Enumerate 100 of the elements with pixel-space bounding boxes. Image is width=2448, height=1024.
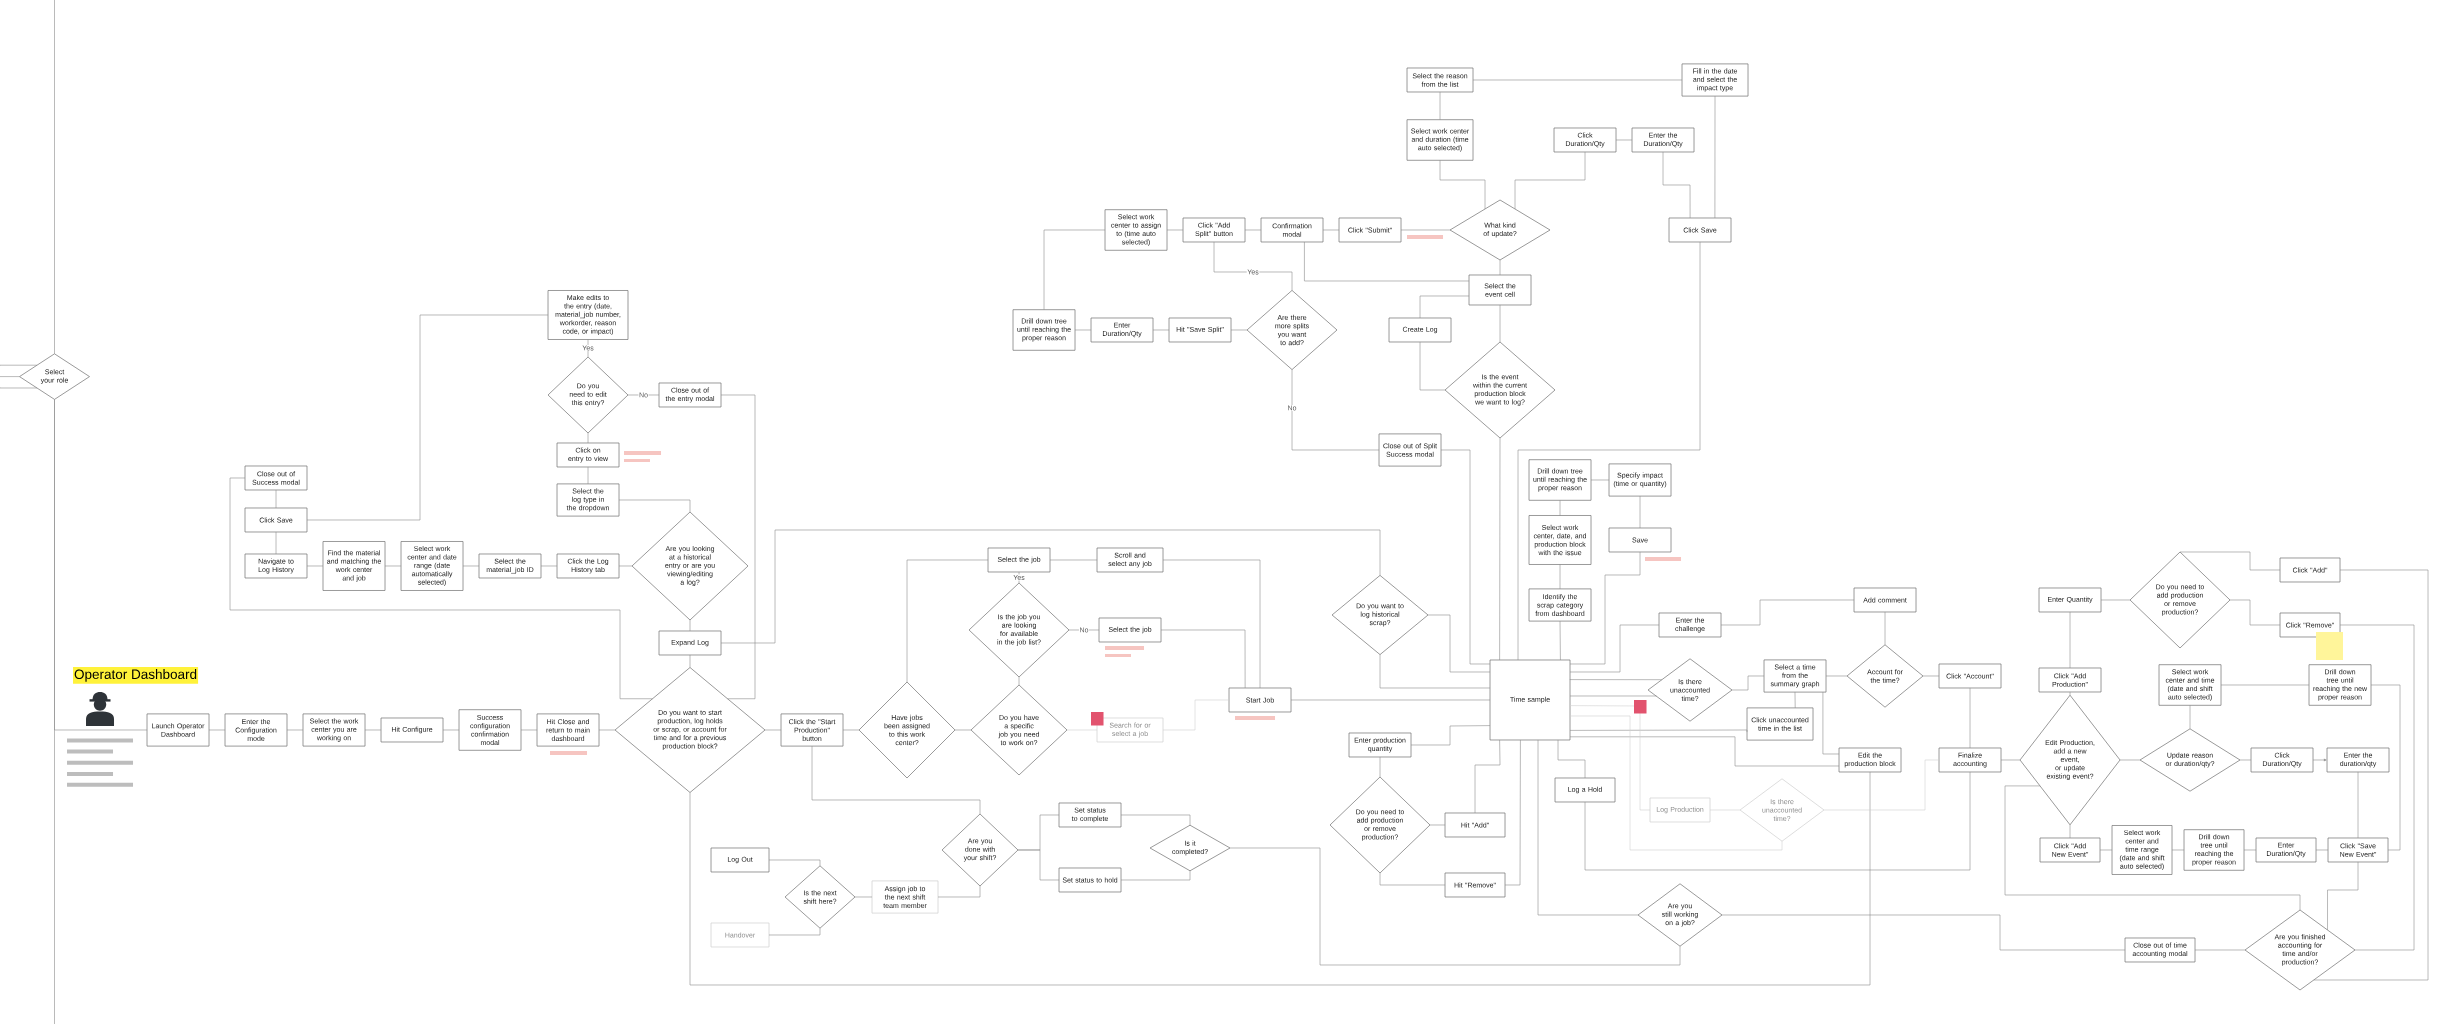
connector (1720, 599, 1855, 626)
connector (2357, 771, 2359, 839)
connector (1230, 329, 1248, 331)
connector (937, 885, 981, 898)
connector (2189, 705, 2191, 730)
connector (1823, 759, 1940, 811)
connector (587, 339, 589, 358)
connector (764, 729, 782, 731)
connector (1018, 676, 1020, 686)
connector (2171, 849, 2185, 851)
connector (442, 729, 460, 731)
connector (689, 654, 691, 668)
connector (1569, 736, 1840, 767)
connector (1043, 229, 1106, 310)
connector (1615, 139, 1633, 141)
connector (2243, 849, 2257, 851)
connector (54, 399, 55, 1024)
connector (1419, 295, 1470, 319)
connector (1166, 229, 1184, 231)
connector (1120, 870, 1191, 881)
connector (1152, 329, 1170, 331)
connector (1499, 259, 1501, 276)
connector (384, 565, 402, 567)
connector (462, 565, 480, 567)
connector (1569, 729, 1748, 733)
connector (1379, 654, 1491, 689)
connector (1291, 369, 1380, 451)
connector (1379, 756, 1381, 778)
connector (1822, 691, 1840, 755)
connector (2229, 599, 2281, 626)
connector (1304, 241, 1470, 282)
connector (1721, 914, 2126, 951)
connector (1474, 739, 1501, 814)
connector (540, 565, 558, 567)
connector (2315, 849, 2329, 851)
connector (1537, 739, 1639, 916)
connector (1439, 160, 1486, 210)
connector (1557, 739, 1586, 779)
connector (0, 376, 20, 377)
connector (587, 466, 589, 485)
connector (1714, 95, 1716, 219)
connector (0, 364, 38, 366)
connector (2100, 599, 2131, 601)
connector (364, 729, 382, 731)
connector (2194, 949, 2246, 951)
connector (1569, 679, 1663, 681)
connector (1162, 559, 1261, 689)
connector (618, 565, 633, 567)
connector (1569, 715, 1783, 851)
connector (1569, 551, 1641, 665)
connector (54, 0, 55, 355)
connector (2069, 824, 2071, 839)
connector (842, 729, 860, 731)
connector (2370, 684, 2401, 851)
connector (1517, 241, 1701, 661)
connector (1504, 739, 1521, 886)
connector (1969, 687, 1971, 749)
connector (2000, 759, 2021, 761)
connector (598, 729, 616, 731)
connector (1559, 500, 1561, 516)
connector (1639, 495, 1641, 529)
connector (1400, 229, 1451, 231)
connector (854, 896, 873, 898)
connector (1017, 849, 1060, 881)
connector (2099, 849, 2113, 851)
connector (1569, 695, 1657, 697)
connector (1018, 571, 1020, 584)
connector (1049, 559, 1098, 561)
connector (1472, 79, 1683, 81)
connector (275, 531, 277, 555)
connector (1662, 151, 1691, 219)
connector (1440, 449, 1491, 665)
connector (720, 529, 1381, 644)
connector (2004, 785, 2301, 911)
connector (2069, 691, 2071, 696)
connector (1569, 624, 1660, 673)
connector (1322, 229, 1340, 231)
connector (1514, 151, 1586, 210)
connector (618, 499, 691, 513)
connector (1559, 620, 1561, 661)
connector (1419, 341, 1446, 391)
connector (1884, 611, 1886, 646)
connector (2220, 684, 2310, 686)
connector (1162, 699, 1230, 731)
connector (2339, 624, 2415, 951)
connector (1922, 675, 1940, 677)
connector (1584, 771, 1971, 871)
connector (1499, 437, 1501, 661)
connector (587, 432, 589, 444)
connector (520, 729, 538, 731)
connector (2119, 759, 2141, 761)
connector (768, 927, 821, 936)
connector (275, 489, 277, 509)
connector (1229, 847, 1681, 966)
connector (2069, 611, 2071, 669)
connector (2327, 861, 2359, 931)
connector (1439, 91, 1441, 120)
connector (2239, 759, 2252, 761)
connector (1731, 675, 1765, 691)
connector (2179, 551, 2281, 571)
